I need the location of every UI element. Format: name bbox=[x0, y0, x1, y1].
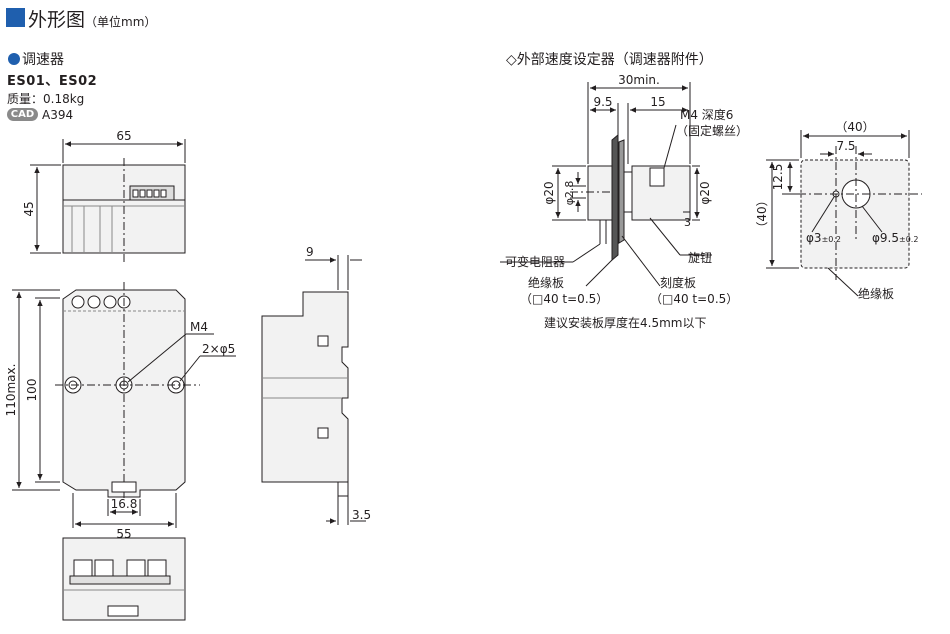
dim-phi2-8: φ2.8 bbox=[563, 181, 576, 206]
header-square-icon bbox=[6, 8, 25, 27]
label-knob: 旋钮 bbox=[688, 250, 712, 265]
label-holes: 2×φ5 bbox=[202, 342, 235, 356]
label-m4: M4 bbox=[190, 320, 208, 334]
controller-title: 调速器 bbox=[22, 52, 64, 68]
dim-12-5: 12.5 bbox=[771, 164, 785, 191]
dim-40-top: （40） bbox=[835, 120, 874, 134]
label-insulation-spec: （□40 t=0.5） bbox=[520, 292, 608, 306]
dim-3: 3 bbox=[684, 216, 691, 229]
dim-7-5: 7.5 bbox=[836, 139, 855, 153]
dim-15: 15 bbox=[650, 95, 665, 109]
dim-55: 55 bbox=[116, 527, 131, 541]
label-insulation-panel: 绝缘板 bbox=[858, 286, 894, 301]
label-phi9-5: φ9.5±0.2 bbox=[872, 231, 918, 245]
dim-9-5: 9.5 bbox=[593, 95, 612, 109]
bullet-dot-icon bbox=[8, 53, 20, 65]
panel-plate bbox=[800, 159, 910, 269]
dim-100: 100 bbox=[25, 379, 39, 402]
page-title: 外形图（单位mm） bbox=[28, 9, 157, 31]
phi3-text: φ3 bbox=[806, 231, 822, 245]
dim-3-5: 3.5 bbox=[352, 508, 371, 522]
dim-9: 9 bbox=[306, 245, 314, 259]
mass-label: 质量：0.18kg bbox=[7, 92, 85, 106]
recommend-note: 建议安装板厚度在4.5mm以下 bbox=[544, 315, 706, 330]
label-setscrew: （固定螺丝） bbox=[676, 123, 748, 138]
dim-phi20-left: φ20 bbox=[542, 181, 556, 204]
phi3-tolerance: ±0.2 bbox=[822, 235, 841, 244]
dim-110max: 110max. bbox=[4, 364, 18, 417]
label-insulation: 绝缘板 bbox=[528, 275, 564, 290]
label-scale: 刻度板 bbox=[660, 275, 696, 290]
dim-65: 65 bbox=[116, 129, 131, 143]
dim-40-side: （40） bbox=[755, 194, 769, 233]
external-setter-title: ◇外部速度设定器（调速器附件） bbox=[506, 52, 713, 68]
cad-badge[interactable]: CAD bbox=[7, 108, 38, 121]
unit-note: （单位mm） bbox=[85, 15, 157, 29]
cad-code: A394 bbox=[42, 108, 74, 122]
label-scale-spec: （□40 t=0.5） bbox=[650, 292, 738, 306]
phi9-5-text: φ9.5 bbox=[872, 231, 899, 245]
label-phi3: φ3±0.2 bbox=[806, 231, 841, 245]
dim-16-8: 16.8 bbox=[111, 497, 138, 511]
dim-30min: 30min. bbox=[618, 73, 660, 87]
side-view-body bbox=[261, 291, 349, 483]
dim-45: 45 bbox=[22, 201, 36, 216]
dim-phi20-right: φ20 bbox=[698, 181, 712, 204]
phi9-5-tolerance: ±0.2 bbox=[899, 235, 918, 244]
label-m4-depth: M4 深度6 bbox=[680, 107, 733, 122]
model-names: ES01、ES02 bbox=[7, 74, 98, 89]
label-resistor: 可变电阻器 bbox=[505, 254, 565, 269]
